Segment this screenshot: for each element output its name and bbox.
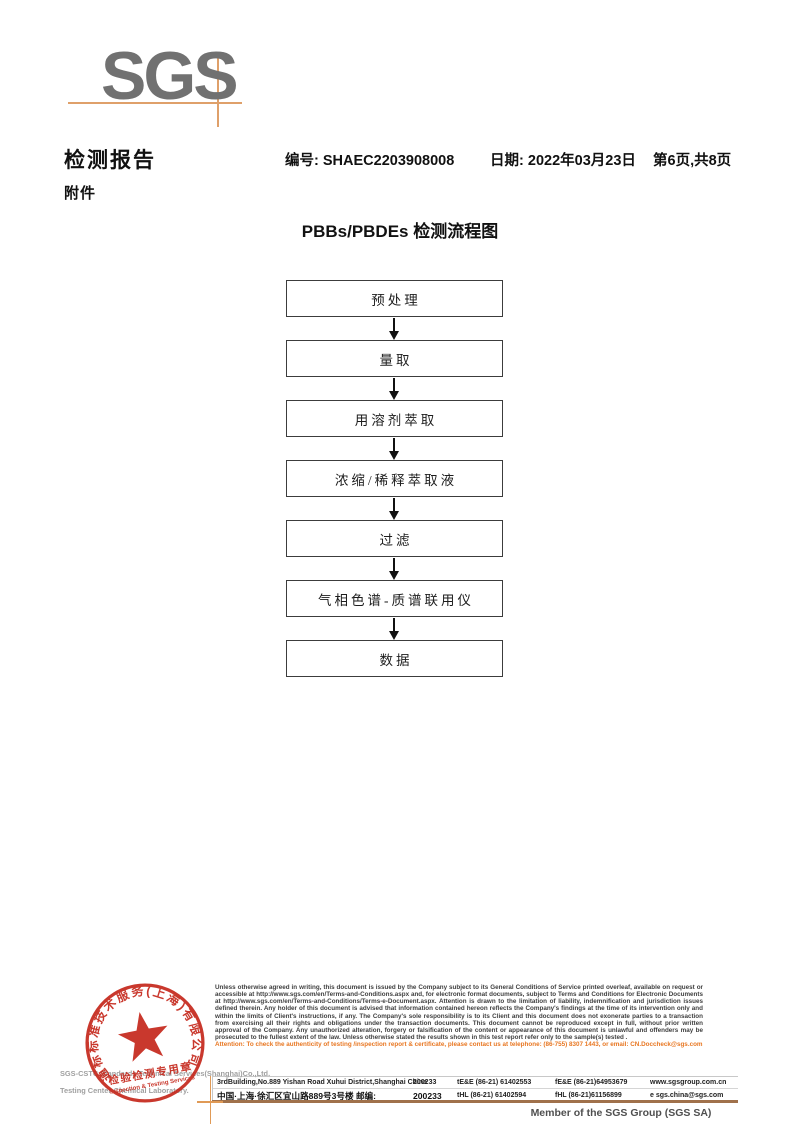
flow-step-concentrate-dilute: 浓缩/稀释萃取液 (286, 460, 503, 497)
phone-cn: tHL (86-21) 61402594 (457, 1092, 527, 1099)
flow-step-measure: 量取 (286, 340, 503, 377)
report-date-label: 日期: (490, 153, 524, 169)
address-en: 3rdBuilding,No.889 Yishan Road Xuhui Dis… (217, 1079, 428, 1086)
company-seal-icon: 通标标准技术服务(上海)有限公司 检验检测专用章 Inspection & Te… (75, 973, 210, 1103)
address-cn: 中国·上海·徐汇区宜山路889号3号楼 邮编: (217, 1090, 376, 1101)
legal-disclaimer: Unless otherwise agreed in writing, this… (215, 984, 703, 1048)
website: www.sgsgroup.com.cn (650, 1079, 727, 1086)
report-date-value: 2022年03月23日 (527, 153, 636, 169)
page-indicator: 第6页,共8页 (653, 153, 732, 169)
page-title: 检测报告 (64, 149, 156, 172)
report-number-label: 编号: (285, 153, 319, 169)
postcode-cn: 200233 (413, 1090, 442, 1101)
address-row-cn: 中国·上海·徐汇区宜山路889号3号楼 邮编: 200233 tHL (86-2… (213, 1089, 738, 1102)
legal-attention-note: Attention: To check the authenticity of … (215, 1041, 703, 1049)
address-row-en: 3rdBuilding,No.889 Yishan Road Xuhui Dis… (213, 1077, 738, 1089)
crop-mark-vertical (209, 1076, 212, 1124)
address-block: 3rdBuilding,No.889 Yishan Road Xuhui Dis… (212, 1076, 738, 1102)
flow-arrow-icon (388, 438, 400, 460)
phone-en: tE&E (86-21) 61402553 (457, 1079, 532, 1086)
flow-step-gcms: 气相色谱-质谱联用仪 (286, 580, 503, 617)
sgs-logo: SGS (101, 38, 239, 114)
report-date: 日期: 2022年03月23日 (490, 149, 636, 170)
flow-step-data: 数据 (286, 640, 503, 677)
flow-arrow-icon (388, 558, 400, 580)
flow-step-solvent-extraction: 用溶剂萃取 (286, 400, 503, 437)
report-number: 编号: SHAEC2203908008 (285, 149, 454, 170)
email: e sgs.china@sgs.com (650, 1092, 724, 1099)
fax-en: fE&E (86-21)64953679 (555, 1079, 628, 1086)
flowchart-title: PBBs/PBDEs 检测流程图 (301, 222, 499, 241)
flow-step-pretreatment: 预处理 (286, 280, 503, 317)
logo-horizontal-rule (68, 102, 242, 104)
postcode-en: 200233 (413, 1079, 437, 1086)
fax-cn: fHL (86-21)61156899 (555, 1092, 622, 1099)
legal-paragraph: Unless otherwise agreed in writing, this… (215, 984, 703, 1042)
flow-arrow-icon (388, 378, 400, 400)
footer-rule (212, 1100, 738, 1103)
flow-step-filter: 过滤 (286, 520, 503, 557)
attachment-label: 附件 (64, 185, 97, 202)
seal-star-icon (117, 1011, 168, 1062)
crop-mark-horizontal (197, 1101, 223, 1103)
logo-vertical-rule (217, 54, 219, 127)
report-number-value: SHAEC2203908008 (322, 153, 455, 169)
sgs-member-line: Member of the SGS Group (SGS SA) (530, 1107, 712, 1119)
flow-arrow-icon (388, 498, 400, 520)
flow-arrow-icon (388, 318, 400, 340)
company-lab-line: Testing Center-Chemical Laboratory. (60, 1086, 189, 1095)
flow-arrow-icon (388, 618, 400, 640)
company-name-line: SGS-CSTC Standards Technical Services(Sh… (60, 1069, 271, 1078)
